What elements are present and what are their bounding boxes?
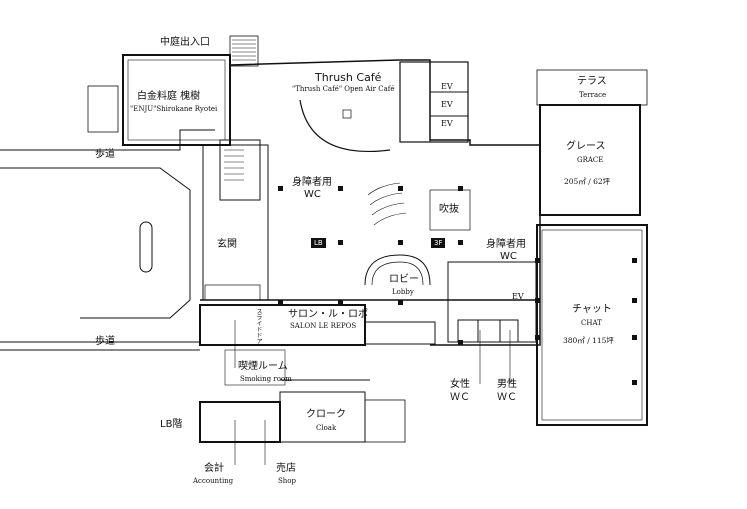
chat-label-jp: チャット — [572, 304, 612, 315]
lb-block — [199, 401, 281, 443]
accessible-wc-1-jp: 身障者用 — [292, 177, 332, 188]
lobby-label-jp: ロビー — [389, 274, 419, 285]
elevator-label-3: EV — [441, 119, 453, 128]
accounting-label-jp: 会計 — [204, 463, 224, 474]
grace-label-jp: グレース — [566, 141, 606, 152]
accessible-wc-2-en: WC — [500, 251, 517, 262]
lb-tag: LB — [311, 238, 326, 248]
chat-room — [536, 224, 648, 426]
lobby-label-en: Lobby — [392, 288, 414, 296]
smoking-room-en: Smoking room — [240, 375, 292, 383]
courtyard-entrance-label: 中庭出入口 — [160, 37, 210, 48]
thrush-cafe-subtitle: "Thrush Café" Open Air Café — [292, 85, 395, 93]
grace-area: 205㎡ / 62坪 — [564, 177, 611, 186]
accounting-label-en: Accounting — [193, 477, 234, 485]
restroom-block — [447, 261, 537, 343]
accessible-wc-2-jp: 身障者用 — [486, 239, 526, 250]
grace-label-en: GRACE — [577, 156, 604, 164]
smoking-room-jp: 喫煙ルーム — [238, 361, 288, 372]
female-wc-en: ＷＣ — [450, 392, 470, 403]
floor-3f-tag: 3F — [431, 238, 446, 248]
chat-area: 380㎡ / 115坪 — [563, 336, 614, 345]
sidewalk-label-top: 歩道 — [95, 149, 115, 160]
elevator-core — [399, 61, 469, 143]
enju-label-en: "ENJU"Shirokane Ryotei — [130, 105, 218, 113]
accessible-wc-1-en: WC — [304, 189, 321, 200]
cloak-label-en: Cloak — [316, 424, 337, 432]
elevator-label-2: EV — [441, 100, 453, 109]
enju-room — [122, 54, 231, 146]
male-wc-jp: 男性 — [497, 379, 517, 390]
shop-label-jp: 売店 — [276, 463, 296, 474]
atrium-label: 吹抜 — [439, 204, 459, 215]
cloak-label-jp: クローク — [306, 409, 346, 420]
salon-label-jp: サロン・ル・ロポ — [288, 309, 368, 320]
terrace-label-jp: テラス — [577, 76, 607, 87]
shop-label-en: Shop — [278, 477, 296, 485]
salon-label-en: SALON LE REPOS — [290, 322, 357, 330]
street-island — [139, 221, 153, 273]
building-outline — [229, 59, 541, 346]
street-edge-curb — [0, 167, 191, 319]
thrush-cafe-title: Thrush Café — [315, 71, 382, 84]
male-wc-en: ＷＣ — [497, 392, 517, 403]
enju-label-jp: 白金料庭 槐樹 — [137, 91, 201, 102]
elevator-label-4: EV — [512, 292, 524, 301]
entrance-label: 玄関 — [217, 239, 237, 250]
slide-door-label: スライドドア — [255, 308, 262, 344]
terrace-label-en: Terrace — [579, 91, 607, 99]
grace-room — [539, 104, 641, 216]
elevator-label-1: EV — [441, 82, 453, 91]
female-wc-jp: 女性 — [450, 379, 470, 390]
chat-label-en: CHAT — [581, 319, 602, 327]
lb-floor-label: LB階 — [160, 419, 183, 430]
sidewalk-label-bottom: 歩道 — [95, 336, 115, 347]
cafe-arc — [299, 99, 391, 152]
